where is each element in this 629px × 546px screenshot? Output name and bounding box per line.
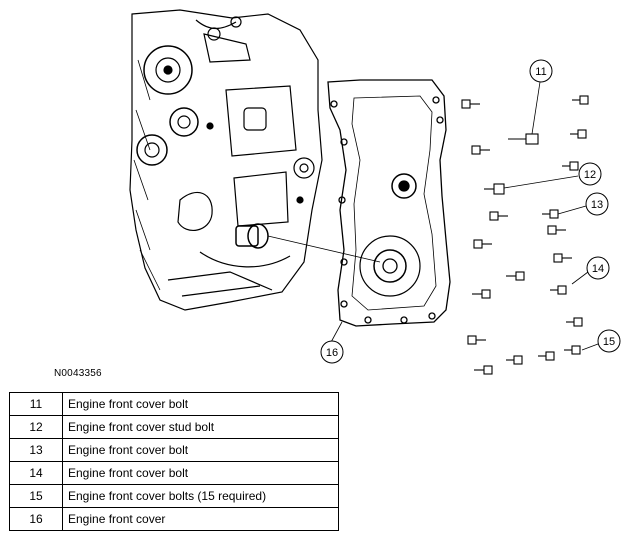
callout-12: 12 <box>578 162 602 186</box>
exploded-view-diagram: 11 12 13 14 15 16 <box>129 9 621 375</box>
legend-description: Engine front cover bolt <box>62 392 339 416</box>
engine-front-cover-illustration <box>327 79 451 327</box>
bolt-icon <box>489 211 508 221</box>
legend-number: 15 <box>9 484 63 508</box>
legend-row: 14 Engine front cover bolt <box>9 461 339 485</box>
figure-id: N0043356 <box>54 368 102 379</box>
bolt-icon <box>508 133 539 145</box>
bolt-icon <box>564 345 581 355</box>
legend-description: Engine front cover stud bolt <box>62 415 339 439</box>
bolt-icon <box>553 253 572 263</box>
bolt-icon <box>538 351 555 361</box>
bolt-icon <box>461 99 480 109</box>
callout-15: 15 <box>597 329 621 353</box>
svg-text:11: 11 <box>535 66 546 78</box>
legend-description: Engine front cover <box>62 507 339 531</box>
bolt-icon <box>473 239 492 249</box>
callout-16: 16 <box>320 340 344 364</box>
callout-13: 13 <box>585 192 609 216</box>
bolt-icon <box>570 129 587 139</box>
bolt-icon <box>506 271 525 281</box>
legend-row: 13 Engine front cover bolt <box>9 438 339 462</box>
bolt-icon <box>542 209 559 219</box>
legend-number: 16 <box>9 507 63 531</box>
legend-description: Engine front cover bolts (15 required) <box>62 484 339 508</box>
legend-number: 12 <box>9 415 63 439</box>
legend-number: 13 <box>9 438 63 462</box>
legend-row: 11 Engine front cover bolt <box>9 392 339 416</box>
bolt-icon <box>484 183 505 195</box>
leader-lines <box>267 81 599 351</box>
bolt-icon <box>474 365 493 375</box>
bolt-icon <box>566 317 583 327</box>
bolt-icon <box>472 289 491 299</box>
bolt-icon <box>467 335 486 345</box>
bolt-icon <box>506 355 523 365</box>
svg-text:14: 14 <box>592 263 604 275</box>
legend-number: 11 <box>9 392 63 416</box>
callout-11: 11 <box>529 59 553 83</box>
svg-text:16: 16 <box>326 347 338 359</box>
bolt-icon <box>471 145 490 155</box>
legend-row: 16 Engine front cover <box>9 507 339 531</box>
callout-14: 14 <box>586 256 610 280</box>
svg-text:13: 13 <box>591 199 603 211</box>
legend-row: 12 Engine front cover stud bolt <box>9 415 339 439</box>
bolt-icon <box>572 95 589 105</box>
svg-text:15: 15 <box>603 336 615 348</box>
bolt-icon <box>562 161 579 171</box>
svg-text:12: 12 <box>584 169 596 181</box>
legend-table: 11 Engine front cover bolt 12 Engine fro… <box>9 392 339 531</box>
bolt-icon <box>547 225 566 235</box>
legend-row: 15 Engine front cover bolts (15 required… <box>9 484 339 508</box>
bolt-icon <box>550 285 567 295</box>
legend-number: 14 <box>9 461 63 485</box>
engine-block-illustration <box>129 9 323 311</box>
bolt-set <box>461 95 589 375</box>
legend-description: Engine front cover bolt <box>62 461 339 485</box>
legend-description: Engine front cover bolt <box>62 438 339 462</box>
